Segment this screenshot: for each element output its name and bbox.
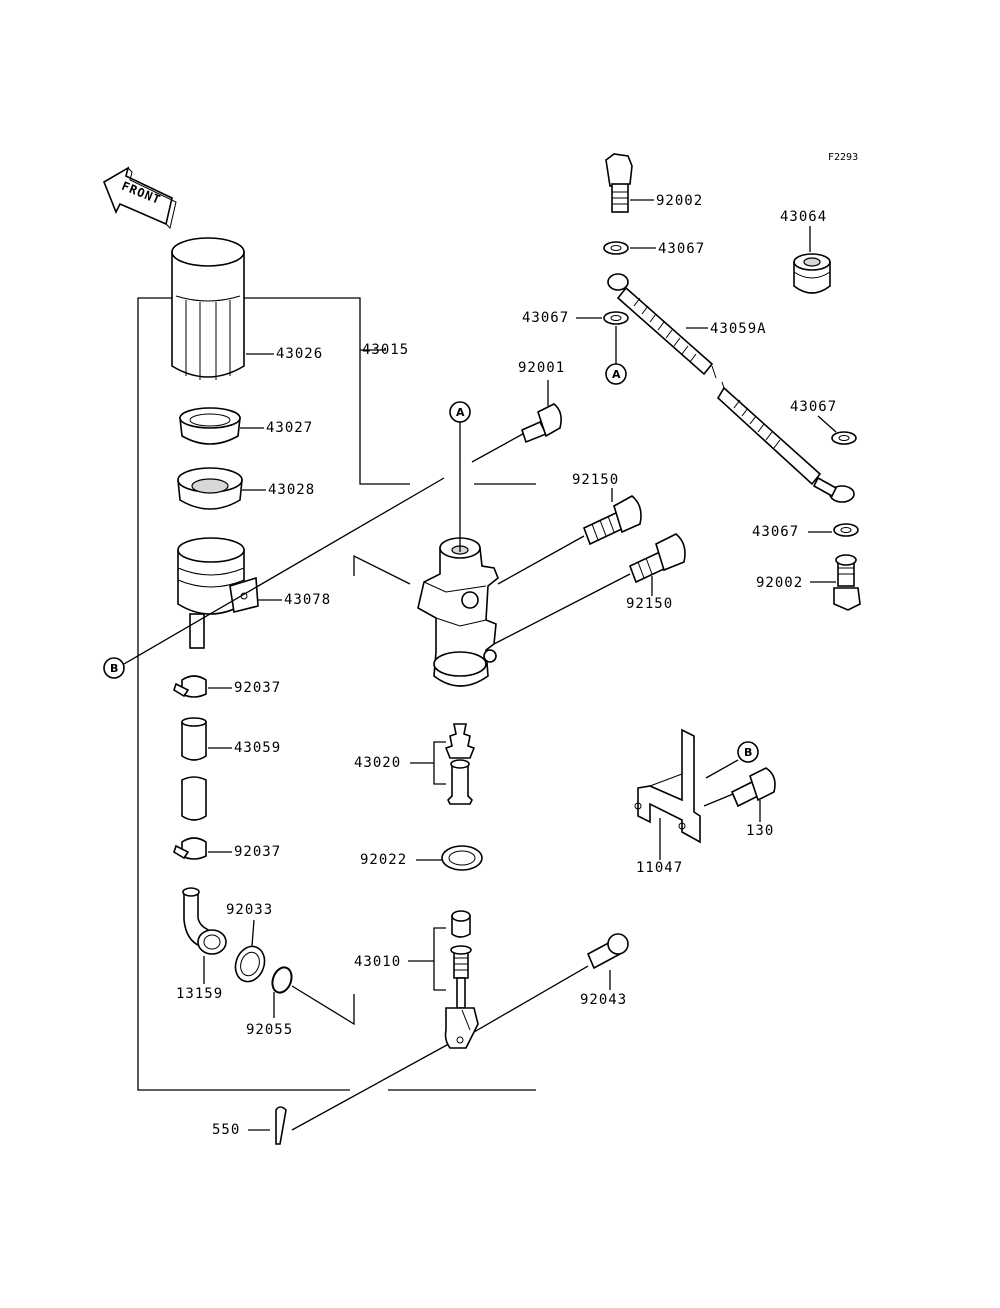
union-bolt-92002-bottom-part [833, 554, 861, 611]
label-130: 130 [746, 823, 774, 839]
diaphragm-plate-part [179, 407, 241, 445]
diaphragm-part [177, 467, 243, 510]
label-11047: 11047 [636, 860, 683, 876]
bolt-92001-part [521, 403, 562, 444]
label-43067-right: 43067 [790, 399, 837, 415]
union-bolt-92002-top-part [605, 153, 633, 213]
label-43059a: 43059A [710, 321, 767, 337]
label-43015: 43015 [362, 342, 409, 358]
svg-text:B: B [744, 746, 752, 759]
brake-hose-43059a-part [607, 273, 855, 503]
label-43067-left: 43067 [522, 310, 569, 326]
label-92002-bottom: 92002 [756, 575, 803, 591]
label-13159: 13159 [176, 986, 223, 1002]
label-92037-bottom: 92037 [234, 844, 281, 860]
label-43027: 43027 [266, 420, 313, 436]
label-43020: 43020 [354, 755, 401, 771]
hose-joint-elbow-part [182, 887, 227, 955]
washer-43067-top-part [603, 241, 629, 255]
circlip-part [234, 945, 266, 983]
union-bolt-92150-bottom-part [628, 533, 686, 584]
label-92033: 92033 [226, 902, 273, 918]
bracket-11047-part [634, 728, 701, 844]
front-arrow-icon: FRONT [103, 166, 177, 229]
label-92001: 92001 [518, 360, 565, 376]
label-550: 550 [212, 1122, 240, 1138]
clevis-pin-92043-part [586, 933, 629, 970]
washer-43067-right-part [831, 431, 857, 445]
label-92150-bottom: 92150 [626, 596, 673, 612]
svg-text:A: A [612, 368, 621, 381]
svg-text:A: A [456, 406, 465, 419]
diagram-code: F2293 [828, 152, 858, 163]
o-ring-part [271, 966, 293, 994]
hose-clamp-top-part [173, 675, 207, 698]
callout-b-right: B [737, 741, 759, 763]
cotter-pin-part [275, 1106, 287, 1145]
washer-43067-left-part [603, 311, 629, 325]
label-43067-lower: 43067 [752, 524, 799, 540]
label-43078: 43078 [284, 592, 331, 608]
label-43064: 43064 [780, 209, 827, 225]
label-43010: 43010 [354, 954, 401, 970]
washer-43067-lower-part [833, 523, 859, 537]
label-92037-top: 92037 [234, 680, 281, 696]
master-cylinder-body [417, 537, 499, 687]
label-92002-top: 92002 [656, 193, 703, 209]
circlip-92022-part [441, 845, 483, 871]
grommet-43064-part [793, 253, 831, 294]
reservoir-hose-part [181, 717, 207, 821]
label-92043: 92043 [580, 992, 627, 1008]
label-92022: 92022 [360, 852, 407, 868]
label-43059: 43059 [234, 740, 281, 756]
label-92150-top: 92150 [572, 472, 619, 488]
label-43026: 43026 [276, 346, 323, 362]
svg-text:B: B [110, 662, 118, 675]
push-rod-43010-part [444, 910, 479, 1049]
label-43028: 43028 [268, 482, 315, 498]
callout-a-center: A [449, 401, 471, 423]
reservoir-cap-part [171, 237, 245, 380]
label-92055: 92055 [246, 1022, 293, 1038]
hose-clamp-bottom-part [173, 837, 207, 860]
callout-a-right: A [605, 363, 627, 385]
label-43067-top: 43067 [658, 241, 705, 257]
callout-b-left: B [103, 657, 125, 679]
union-bolt-92150-top-part [582, 495, 642, 546]
reservoir-body-part [177, 537, 259, 649]
assembly-bracket-43015 [137, 297, 536, 1091]
bolt-130-part [730, 767, 776, 808]
piston-kit-43020-part [444, 723, 476, 805]
